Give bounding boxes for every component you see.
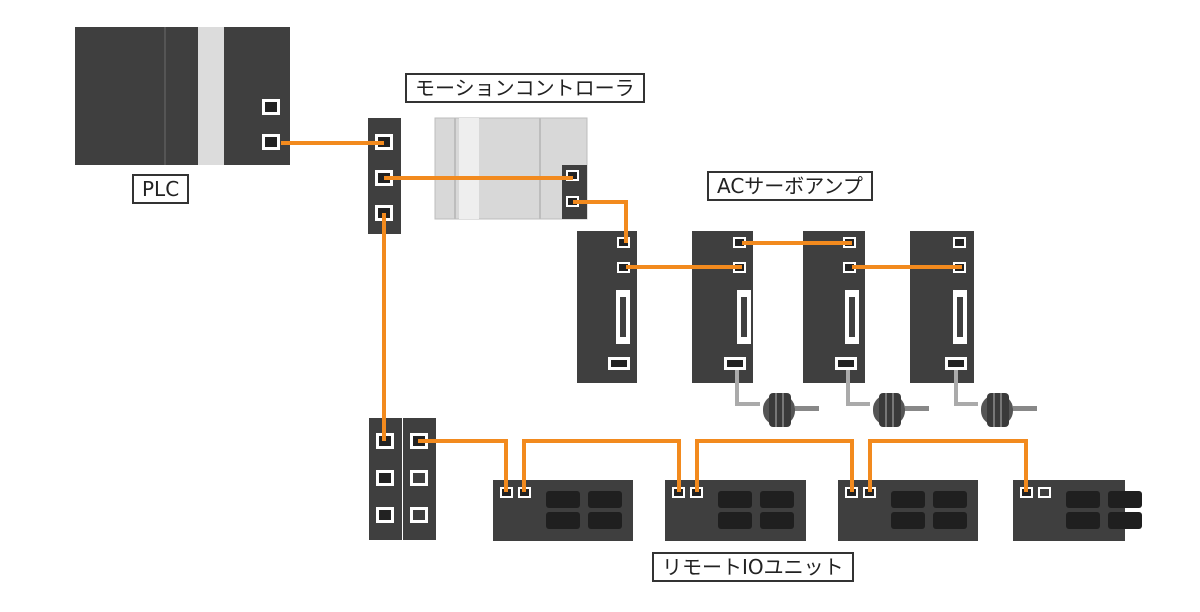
remote-io-unit-1 [493, 480, 633, 541]
motion-controller-label: モーションコントローラ [405, 73, 645, 103]
io-hub-switch [369, 418, 436, 540]
cable-io3-io4 [868, 439, 1028, 492]
servo-motor-2 [873, 393, 929, 427]
cable-motion-servo1 [573, 200, 628, 243]
remote-io-unit-3 [838, 480, 978, 541]
plc-port-2 [262, 134, 280, 150]
servo-motor-cables [735, 370, 978, 406]
remote-io-unit-2 [665, 480, 806, 541]
io-hub-port-6 [410, 507, 428, 523]
cable-iohub-io1 [418, 439, 508, 492]
servo-amp-3 [803, 231, 865, 383]
plc-unit [75, 27, 290, 165]
cable-io1-io2 [522, 439, 681, 492]
io-hub-port-2 [376, 470, 394, 486]
servo-amp-1 [577, 231, 637, 383]
servo-1-port-in [617, 237, 630, 248]
network-cables [281, 141, 1028, 492]
servo-motor-1 [763, 393, 819, 427]
servo-amp-4 [910, 231, 974, 383]
servo-motor-3 [981, 393, 1037, 427]
motion-controller-unit [434, 117, 588, 220]
plc-port-1 [262, 99, 280, 115]
cable-io2-io3 [695, 439, 854, 492]
io-hub-port-5 [410, 470, 428, 486]
ac-servo-amp-label: ACサーボアンプ [707, 171, 873, 201]
remote-io-unit-label: リモートIOユニット [652, 552, 854, 582]
servo-4-port-in [953, 237, 966, 248]
plc-label: PLC [132, 174, 190, 204]
io-hub-port-3 [376, 507, 394, 523]
remote-io-unit-4 [1013, 480, 1142, 541]
servo-amp-2 [692, 231, 753, 383]
